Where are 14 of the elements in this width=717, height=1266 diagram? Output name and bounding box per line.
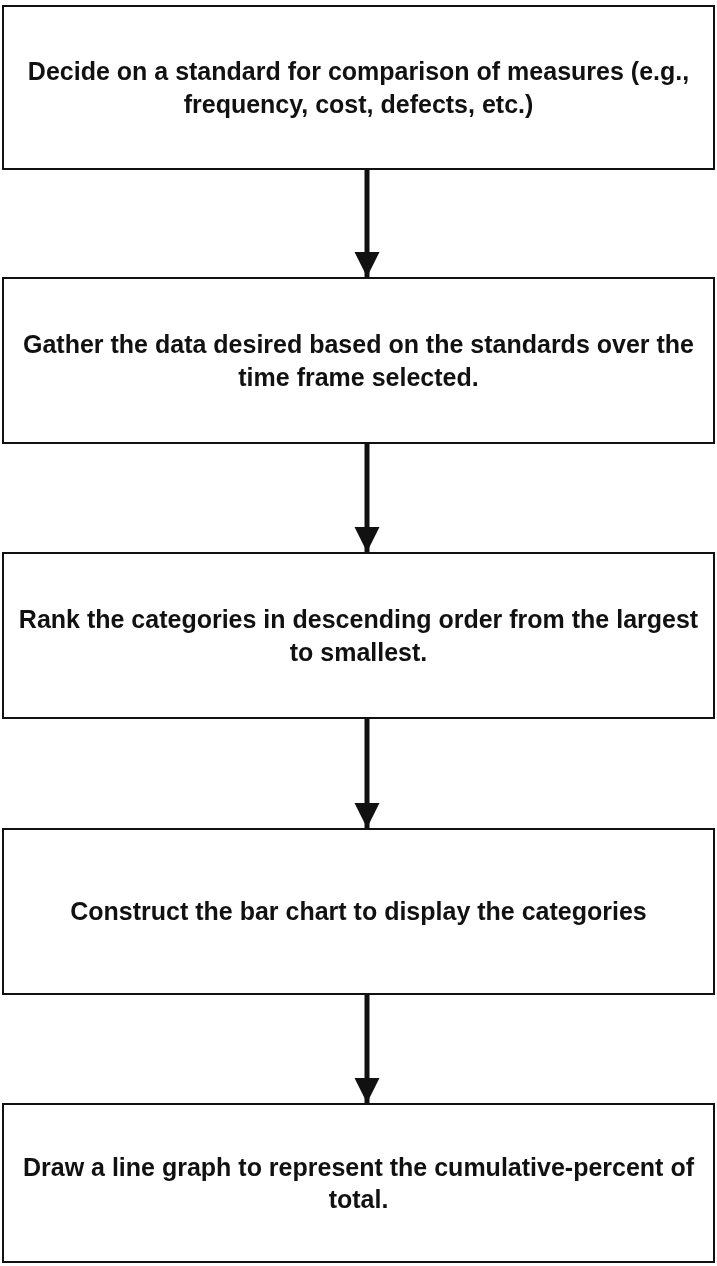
- step-text: Decide on a standard for comparison of measures (e.g., frequency, cost, defects, etc.): [26, 56, 691, 120]
- process-box: [2, 828, 715, 995]
- process-box: [2, 5, 715, 170]
- step-text: Gather the data desired based on the standards over the time frame selected.: [22, 329, 695, 393]
- process-box: [2, 552, 715, 719]
- arrow: [354, 444, 380, 552]
- process-box: [2, 1103, 715, 1263]
- arrow: [354, 719, 380, 828]
- arrow: [354, 995, 380, 1103]
- arrow: [354, 170, 380, 277]
- step-text: Draw a line graph to represent the cumulative-percent of total.: [22, 1151, 695, 1215]
- step-text: Rank the categories in descending order from the largest to smallest.: [17, 604, 700, 668]
- process-box: [2, 277, 715, 444]
- step-text: Construct the bar chart to display the categories: [70, 896, 647, 928]
